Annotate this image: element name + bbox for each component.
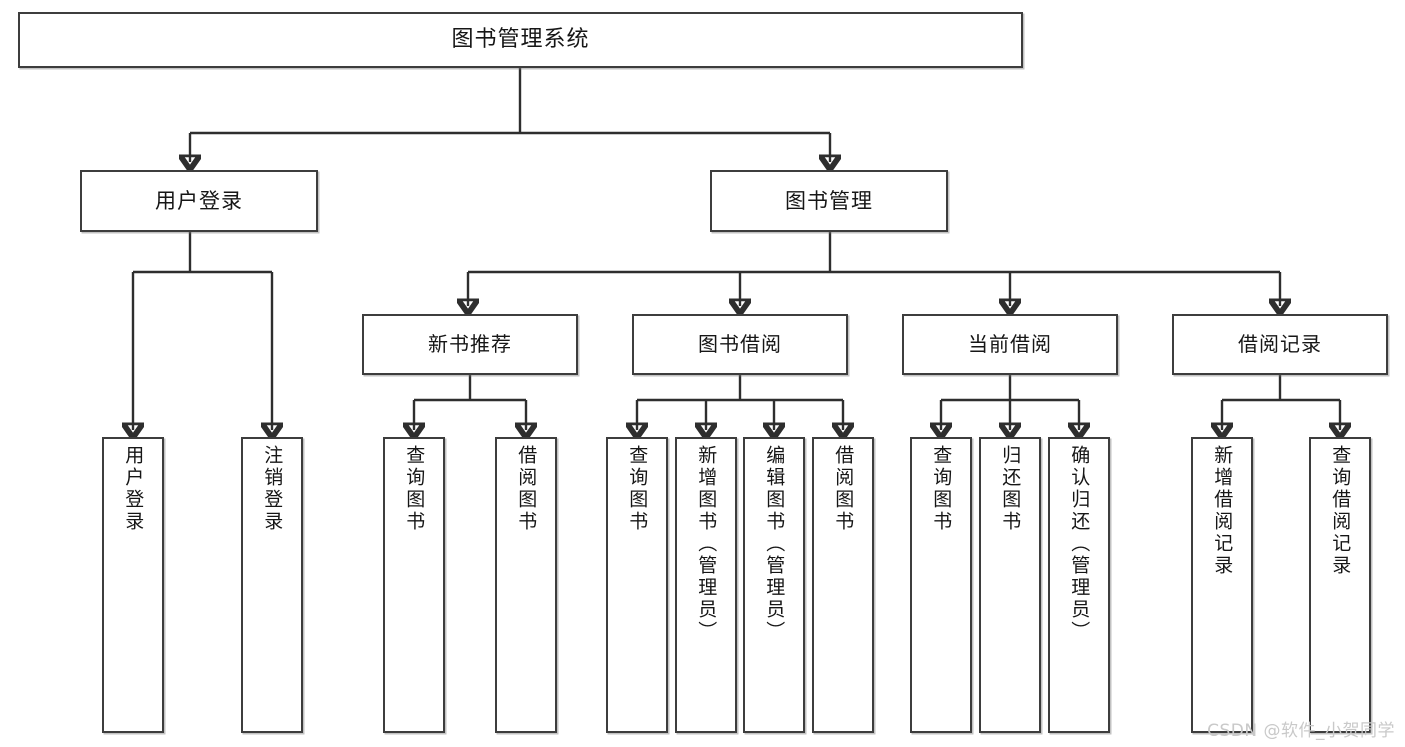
node-label: 新书推荐 (428, 332, 512, 356)
node-leaf-add-borrow-record[interactable]: 新增借阅记录 (1191, 437, 1253, 733)
node-leaf-query-books-recommend[interactable]: 查询图书 (383, 437, 445, 733)
node-leaf-borrow-books[interactable]: 借阅图书 (812, 437, 874, 733)
node-label: 图书借阅 (698, 332, 782, 356)
node-label: 确认归还（管理员） (1068, 445, 1091, 643)
node-borrow-records[interactable]: 借阅记录 (1172, 314, 1388, 375)
node-new-book-recommend[interactable]: 新书推荐 (362, 314, 578, 375)
node-leaf-logout[interactable]: 注销登录 (241, 437, 303, 733)
node-leaf-borrow-books-recommend[interactable]: 借阅图书 (495, 437, 557, 733)
node-label: 用户登录 (155, 188, 243, 213)
node-leaf-query-books-current[interactable]: 查询图书 (910, 437, 972, 733)
node-user-login[interactable]: 用户登录 (80, 170, 318, 232)
node-leaf-query-borrow-record[interactable]: 查询借阅记录 (1309, 437, 1371, 733)
node-label: 新增图书（管理员） (695, 445, 718, 643)
csdn-watermark: CSDN @软件_小贺同学 (1207, 721, 1395, 741)
node-label: 图书管理 (785, 188, 873, 213)
node-label: 查询图书 (626, 445, 649, 533)
node-label: 归还图书 (999, 445, 1022, 533)
node-leaf-edit-book-admin[interactable]: 编辑图书（管理员） (743, 437, 805, 733)
node-label: 用户登录 (122, 445, 145, 533)
node-label: 编辑图书（管理员） (763, 445, 786, 643)
node-current-borrow[interactable]: 当前借阅 (902, 314, 1118, 375)
node-leaf-confirm-return-admin[interactable]: 确认归还（管理员） (1048, 437, 1110, 733)
node-label: 借阅图书 (832, 445, 855, 533)
node-root-system[interactable]: 图书管理系统 (18, 12, 1023, 68)
node-label: 图书管理系统 (451, 27, 590, 53)
node-label: 借阅图书 (515, 445, 538, 533)
node-label: 新增借阅记录 (1211, 445, 1234, 577)
node-label: 注销登录 (261, 445, 284, 533)
node-label: 当前借阅 (968, 332, 1052, 356)
node-label: 查询图书 (930, 445, 953, 533)
node-label: 查询图书 (403, 445, 426, 533)
node-label: 借阅记录 (1238, 332, 1322, 356)
node-book-borrow[interactable]: 图书借阅 (632, 314, 848, 375)
node-leaf-add-book-admin[interactable]: 新增图书（管理员） (675, 437, 737, 733)
node-leaf-query-books-borrow[interactable]: 查询图书 (606, 437, 668, 733)
node-book-management[interactable]: 图书管理 (710, 170, 948, 232)
node-label: 查询借阅记录 (1329, 445, 1352, 577)
node-leaf-return-books[interactable]: 归还图书 (979, 437, 1041, 733)
node-leaf-user-login[interactable]: 用户登录 (102, 437, 164, 733)
